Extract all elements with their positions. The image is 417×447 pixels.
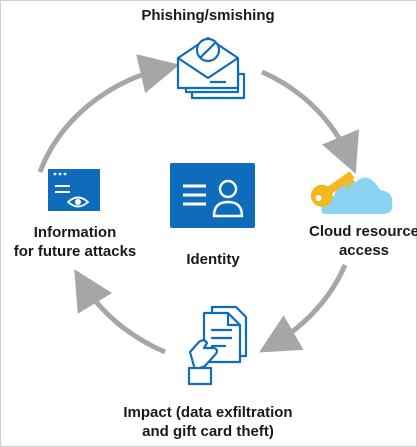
identity-label: Identity [186, 251, 240, 268]
impact-label: Impact (data exfiltration and gift card … [123, 404, 293, 440]
arrow-phishing-to-cloud [260, 69, 360, 174]
hand-document-icon [187, 305, 248, 386]
envelope-blocked-icon [176, 36, 246, 100]
identity-card-icon [170, 163, 255, 228]
browser-eye-icon [48, 169, 100, 211]
arrow-information-to-phishing [37, 54, 180, 173]
arrow-impact-to-information [74, 269, 166, 355]
arrow-cloud-to-impact [259, 264, 348, 353]
phishing-label: Phishing/smishing [141, 7, 275, 24]
cloud-resource-label: Cloud resource access [308, 223, 417, 259]
key-cloud-icon [310, 171, 393, 214]
information-label: Information for future attacks [13, 224, 137, 260]
